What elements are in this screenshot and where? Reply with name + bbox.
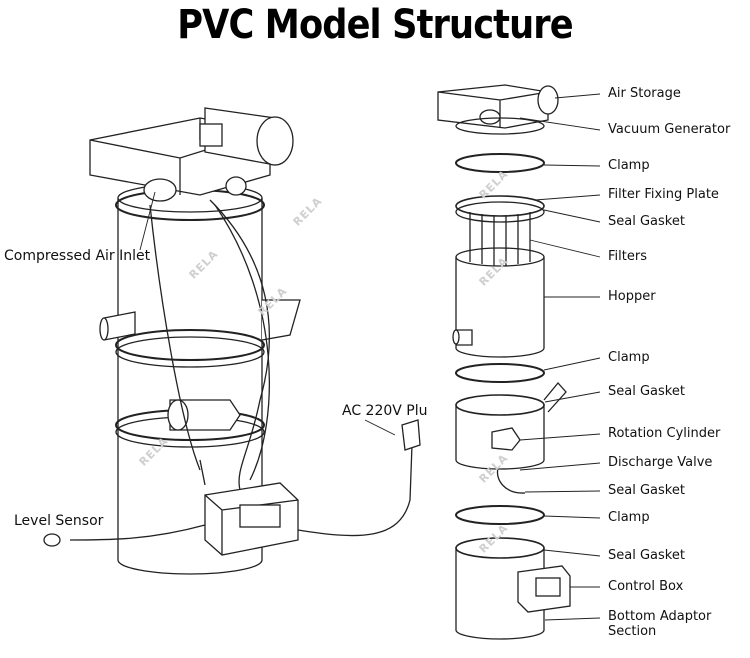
label-hopper: Hopper — [608, 289, 656, 304]
label-filter-fixing-plate: Filter Fixing Plate — [608, 187, 719, 202]
label-compressed-air-inlet: Compressed Air Inlet — [4, 248, 151, 264]
label-control-box: Control Box — [608, 579, 684, 594]
label-bottom-adaptor-line2: Section — [608, 624, 657, 639]
label-seal-gasket-1: Seal Gasket — [608, 214, 685, 229]
label-filters: Filters — [608, 249, 647, 264]
label-rotation-cylinder: Rotation Cylinder — [608, 426, 721, 441]
label-discharge-valve: Discharge Valve — [608, 455, 713, 470]
label-air-storage: Air Storage — [608, 86, 681, 101]
assembled-loader — [43, 107, 421, 575]
label-clamp-2: Clamp — [608, 350, 650, 365]
label-seal-gasket-2: Seal Gasket — [608, 384, 685, 399]
exploded-view — [437, 84, 601, 640]
label-ac-power: AC 220V Plu — [342, 403, 428, 419]
page-title: PVC Model Structure — [177, 2, 573, 48]
label-seal-gasket-3: Seal Gasket — [608, 483, 685, 498]
label-clamp-1: Clamp — [608, 158, 650, 173]
label-clamp-3: Clamp — [608, 510, 650, 525]
label-vacuum-generator: Vacuum Generator — [608, 122, 731, 137]
label-level-sensor: Level Sensor — [14, 513, 104, 529]
label-seal-gasket-4: Seal Gasket — [608, 548, 685, 563]
label-bottom-adaptor-line1: Bottom Adaptor — [608, 609, 712, 624]
